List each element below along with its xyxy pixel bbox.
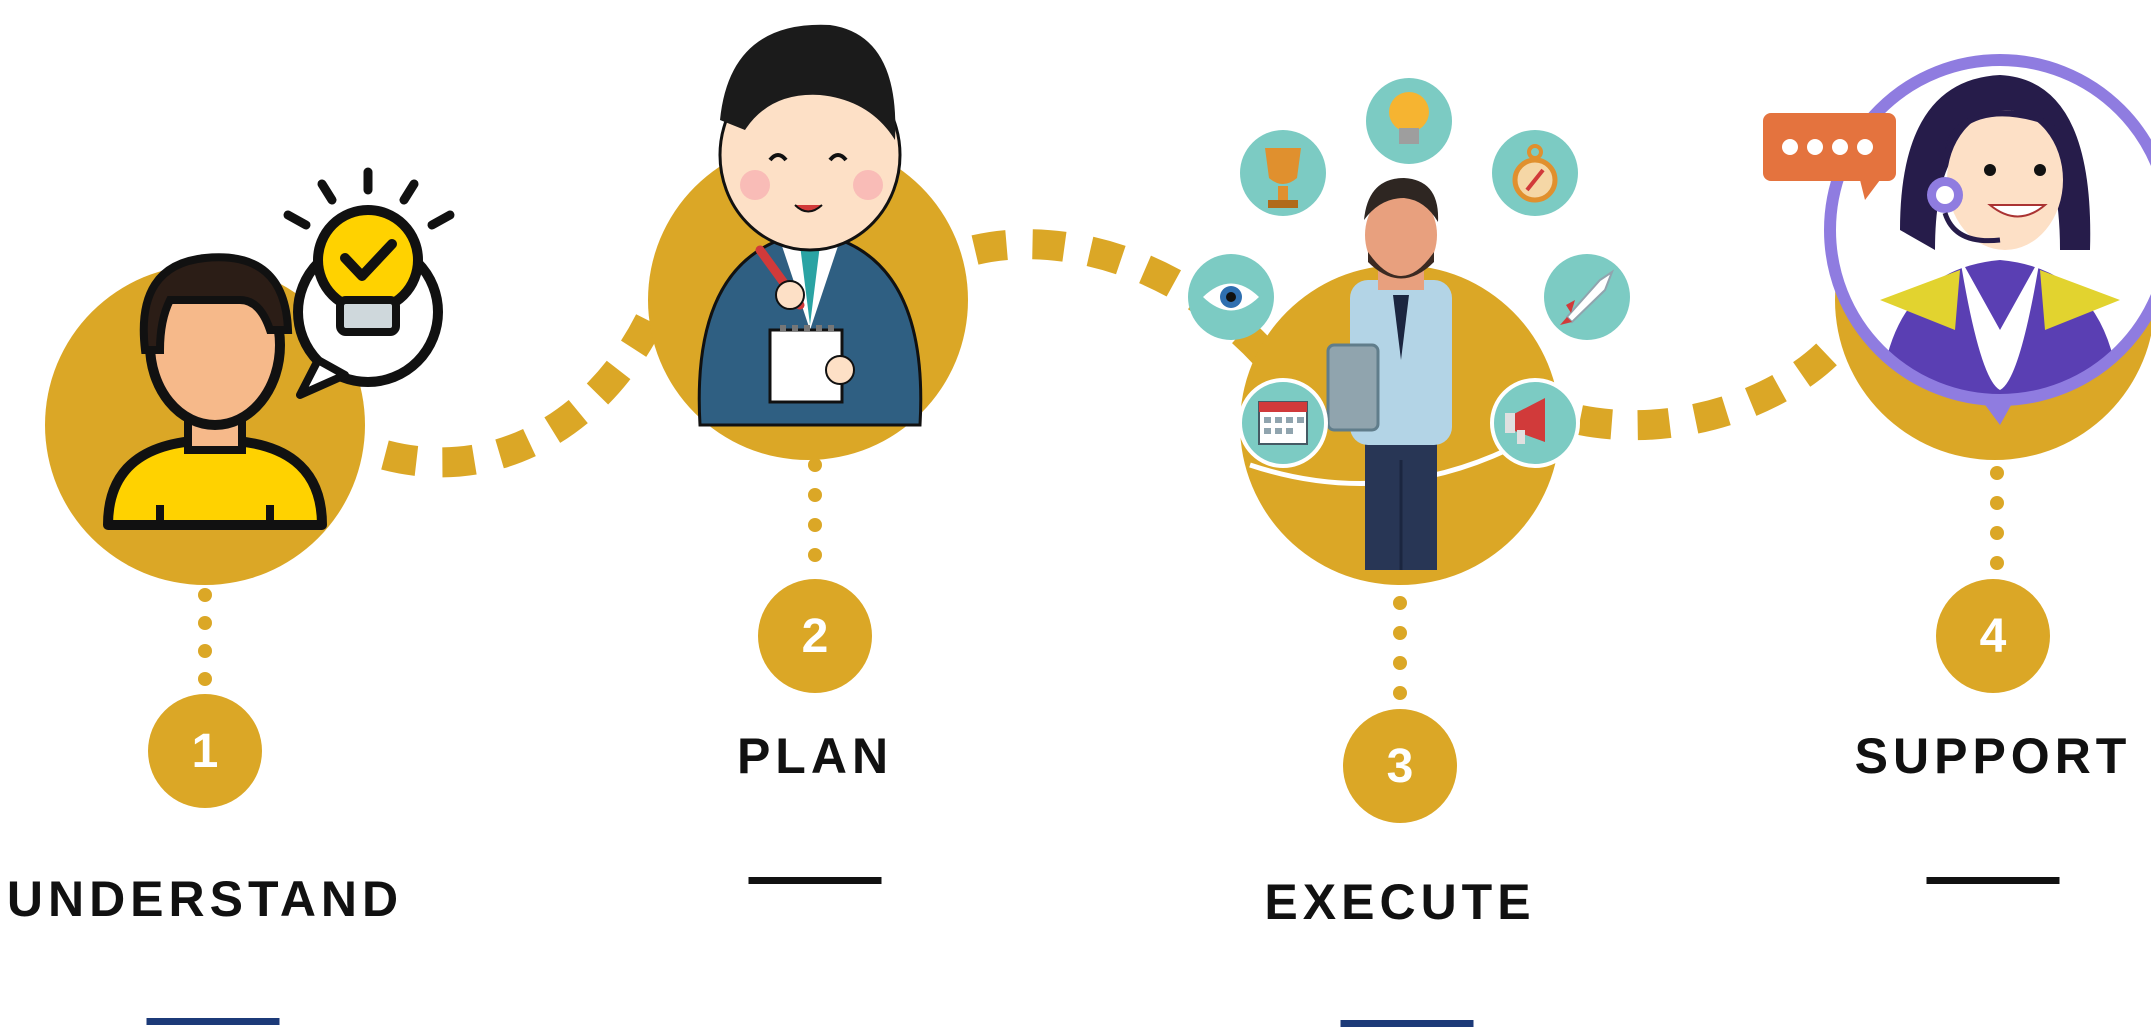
step-4-label: SUPPORT xyxy=(1854,728,2132,784)
chat-bubble-icon xyxy=(1763,113,1896,200)
eye-icon xyxy=(1188,254,1274,340)
step-2-number-badge: 2 xyxy=(758,579,872,693)
calendar-icon xyxy=(1238,378,1328,468)
megaphone-icon xyxy=(1490,378,1580,468)
trophy-icon xyxy=(1240,130,1326,216)
rocket-icon xyxy=(1544,254,1630,340)
step-4-underline xyxy=(1926,877,2060,884)
step-3-underline xyxy=(1340,1020,1474,1027)
connector-path xyxy=(381,229,1852,478)
step-2-label: PLAN xyxy=(736,728,894,784)
step-1-underline xyxy=(146,1018,280,1025)
step-1-label: UNDERSTAND xyxy=(6,871,404,927)
dotted-stems xyxy=(198,458,2004,700)
businessman-notepad-icon xyxy=(648,24,968,460)
person-lightbulb-icon xyxy=(45,167,455,585)
step-3-label: EXECUTE xyxy=(1264,874,1536,930)
step-4-number-badge: 4 xyxy=(1936,579,2050,693)
step-3-number-badge: 3 xyxy=(1343,709,1457,823)
compass-icon xyxy=(1492,130,1578,216)
manager-tablet-icon xyxy=(1240,178,1560,585)
support-agent-headset-icon xyxy=(1824,54,2151,460)
step-1-number-badge: 1 xyxy=(148,694,262,808)
lightbulb-icon xyxy=(1366,78,1452,164)
step-2-underline xyxy=(748,877,882,884)
